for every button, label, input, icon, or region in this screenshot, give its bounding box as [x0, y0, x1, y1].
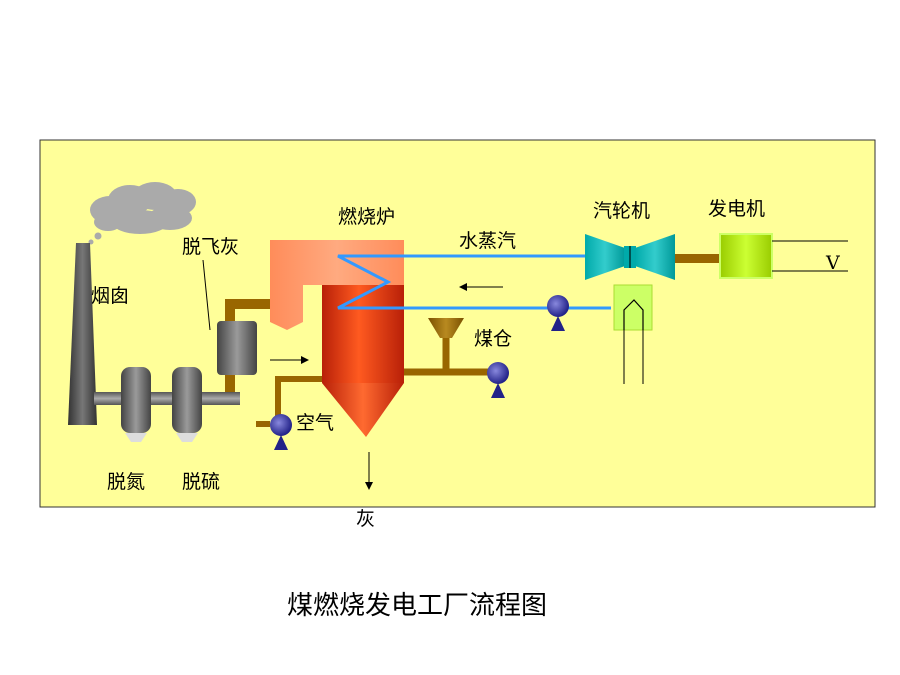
denitrification-unit-icon — [121, 367, 151, 442]
voltage-label: V — [826, 252, 840, 274]
coal-feed-pump-icon — [487, 362, 509, 398]
air-label: 空气 — [296, 412, 335, 434]
smoke-cloud-icon — [84, 182, 196, 248]
coal-bin-label: 煤仓 — [474, 328, 513, 350]
water-return-arrow-icon — [459, 283, 503, 291]
desulfurization-label: 脱硫 — [182, 471, 221, 493]
diagram-caption: 煤燃烧发电工厂流程图 — [287, 591, 548, 621]
fly-ash-removal-label: 脱飞灰 — [182, 236, 240, 258]
flue-flow-arrow-icon — [270, 356, 309, 364]
chimney-icon — [68, 243, 97, 425]
ash-arrow-icon — [365, 452, 373, 490]
denitrification-label: 脱氮 — [107, 471, 146, 493]
steam-turbine-icon — [585, 234, 675, 280]
chimney-label: 烟囱 — [91, 285, 130, 307]
fly-ash-leader-line — [202, 259, 211, 331]
steam-pipe-loop — [337, 254, 612, 310]
furnace-body-icon — [322, 285, 404, 383]
coal-bin-icon — [428, 318, 464, 338]
desulfurization-unit-icon — [172, 367, 202, 442]
furnace-label: 燃烧炉 — [338, 206, 396, 228]
ash-label: 灰 — [356, 508, 376, 530]
air-fan-pump-icon — [270, 414, 292, 450]
feedwater-pump-icon — [547, 295, 569, 331]
turbine-label: 汽轮机 — [593, 200, 651, 222]
furnace-hopper-icon — [322, 383, 404, 437]
air-duct — [275, 376, 322, 420]
condenser-icon — [613, 284, 653, 384]
turbine-generator-shaft — [675, 254, 720, 263]
flue-gas-duct — [94, 392, 240, 405]
generator-label: 发电机 — [708, 198, 766, 220]
generator-icon — [719, 233, 773, 279]
steam-label: 水蒸汽 — [459, 230, 517, 252]
fly-ash-remover-icon — [217, 321, 257, 375]
